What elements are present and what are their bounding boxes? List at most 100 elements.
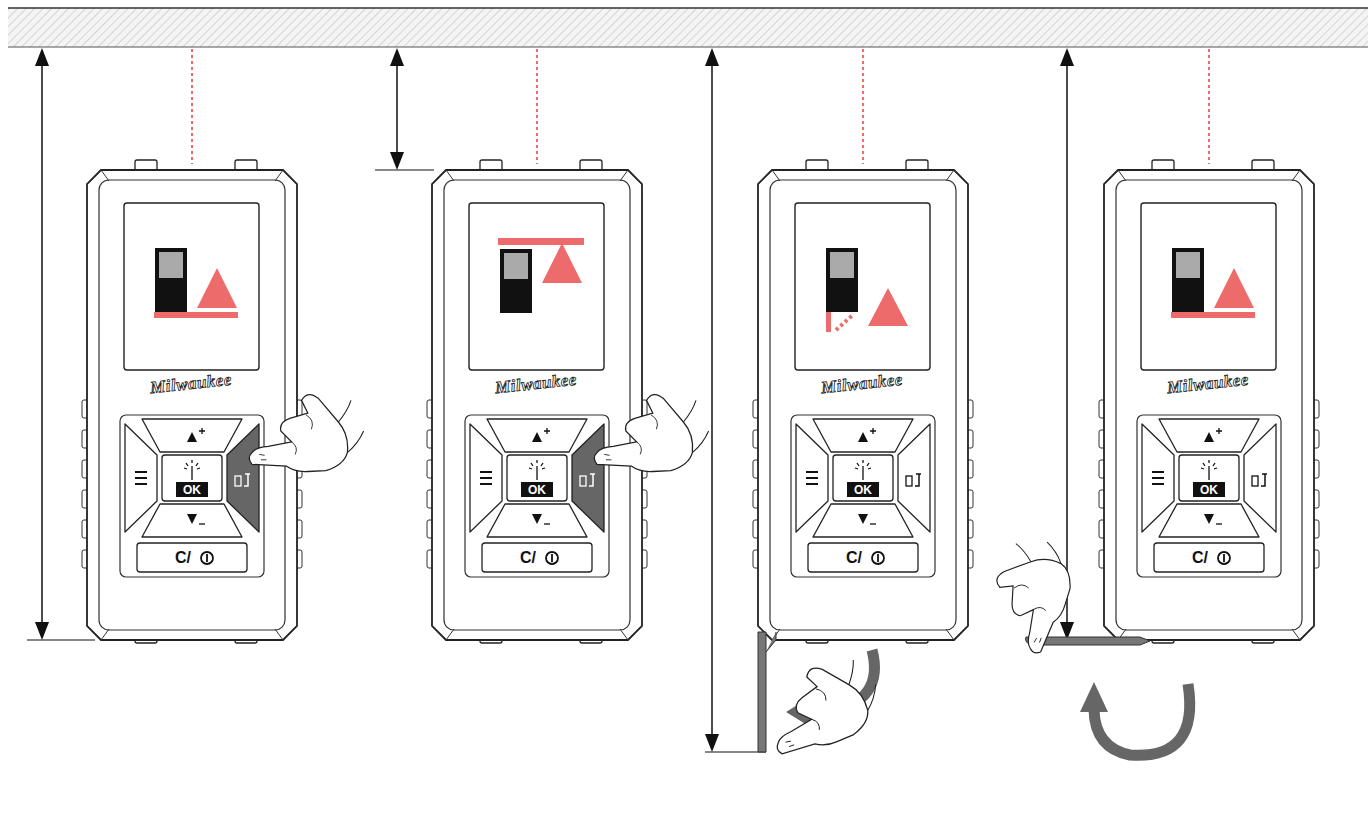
laser-meter — [82, 49, 302, 643]
up-button — [142, 419, 242, 452]
button-label: C/ — [846, 550, 862, 566]
up-arrow — [187, 432, 197, 442]
finger-crease — [259, 415, 312, 460]
down-button — [1159, 504, 1259, 537]
corner-chamfer — [772, 170, 954, 640]
menu-button — [1142, 424, 1174, 532]
hand-outline — [756, 656, 875, 762]
power-symbol — [546, 552, 558, 564]
dimension-line — [41, 52, 43, 636]
laser-symbol — [1201, 460, 1217, 480]
keypad — [791, 415, 935, 577]
clear-power-button — [808, 543, 918, 572]
housing — [432, 170, 642, 640]
button-label: OK — [854, 484, 872, 496]
wrist — [683, 400, 708, 452]
down-button — [813, 504, 913, 537]
meter-icon — [1172, 248, 1204, 312]
hand — [594, 395, 708, 472]
minus-sign — [199, 523, 205, 524]
arrow-head — [35, 622, 49, 640]
meter-icon — [826, 248, 858, 312]
laser-symbol — [184, 460, 200, 480]
hand — [978, 530, 1083, 656]
menu-button — [796, 424, 828, 532]
dimension-line — [1066, 52, 1068, 636]
corner-chamfer — [101, 170, 283, 640]
up-button — [487, 419, 587, 452]
target-triangle — [197, 268, 237, 308]
reference-bar — [1171, 312, 1255, 318]
hand-outline — [594, 395, 692, 472]
hand-outline — [249, 395, 347, 472]
minus-sign — [870, 523, 876, 524]
clear-power-button — [1154, 543, 1264, 572]
wrist — [338, 400, 363, 452]
housing-inner — [99, 180, 285, 630]
down-arrow — [858, 514, 868, 524]
button-label: C/ — [520, 550, 536, 566]
power-symbol — [872, 552, 884, 564]
menu-button — [470, 424, 502, 532]
laser-symbol — [529, 460, 545, 480]
reference-symbol — [235, 476, 241, 486]
meter-icon — [155, 248, 187, 312]
meter-icon-screen — [1176, 252, 1200, 278]
target-triangle — [542, 243, 582, 283]
reference-bar — [154, 312, 238, 318]
extension-line — [375, 170, 434, 171]
hand-outline — [978, 545, 1078, 657]
reference-button — [227, 424, 259, 532]
minus-sign — [1216, 523, 1222, 524]
ok-label-bg — [521, 482, 553, 497]
hand — [756, 650, 890, 762]
screen — [124, 203, 259, 370]
down-arrow — [1204, 514, 1214, 524]
button-label: C/ — [1192, 550, 1208, 566]
button-label: OK — [1200, 484, 1218, 496]
finger-crease — [604, 415, 657, 460]
up-button — [813, 419, 913, 452]
extension-line — [27, 640, 95, 641]
keypad — [465, 415, 609, 577]
reference-bar — [498, 238, 584, 245]
laser-beam — [191, 49, 193, 164]
plus-sign — [1216, 428, 1222, 434]
ceiling-edge — [8, 7, 1368, 9]
plus-sign — [870, 428, 876, 434]
dimension-arrow — [375, 48, 434, 170]
reference-symbol — [244, 474, 250, 486]
arrow-head — [390, 48, 404, 66]
dimension-arrow — [705, 48, 766, 752]
clear-power-button — [137, 543, 247, 572]
laser-meter — [753, 49, 973, 643]
clear-power-button — [482, 543, 592, 572]
reference-symbol — [1261, 474, 1267, 486]
up-arrow — [1204, 432, 1214, 442]
housing-inner — [770, 180, 956, 630]
minus-sign — [544, 523, 550, 524]
meter-icon — [500, 249, 532, 313]
laser-beam — [1208, 49, 1210, 164]
wrist — [1012, 532, 1066, 571]
arrow-head — [390, 152, 404, 170]
housing — [758, 170, 968, 640]
reference-button — [898, 424, 930, 532]
ok-button — [833, 455, 893, 501]
button-label: C/ — [175, 550, 191, 566]
corner-chamfer — [446, 170, 628, 640]
up-button — [1159, 419, 1259, 452]
ceiling — [8, 8, 1368, 47]
finger-crease — [772, 687, 837, 747]
ok-button — [507, 455, 567, 501]
up-arrow — [532, 432, 542, 442]
down-button — [487, 504, 587, 537]
reference-symbol — [580, 476, 586, 486]
down-arrow — [532, 514, 542, 524]
laser-meter — [427, 49, 647, 643]
pin-swing — [836, 314, 854, 330]
power-symbol — [877, 554, 879, 562]
button-label: OK — [528, 484, 546, 496]
